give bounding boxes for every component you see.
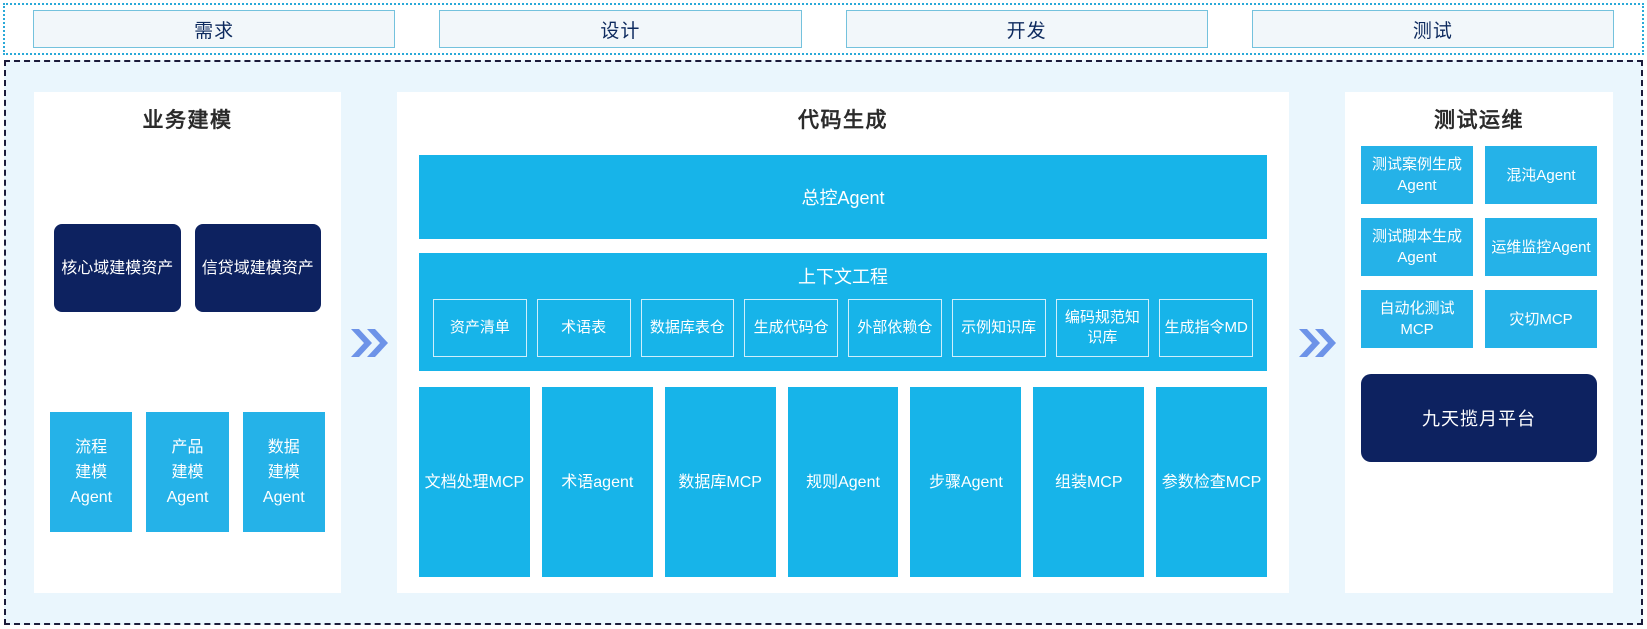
panel-title-test-ops: 测试运维 bbox=[1434, 109, 1524, 132]
ops-card-disaster-switch-mcp[interactable]: 灾切MCP bbox=[1485, 290, 1597, 348]
context-chip-external-dependency-repo[interactable]: 外部依赖仓 bbox=[848, 299, 942, 357]
ops-card-test-case-generation-agent[interactable]: 测试案例生成Agent bbox=[1361, 146, 1473, 204]
context-chip-generated-code-repo[interactable]: 生成代码仓 bbox=[744, 299, 838, 357]
panel-test-ops: 测试运维 测试案例生成Agent 混沌Agent 测试脚本生成Agent 运维监… bbox=[1345, 92, 1613, 593]
phase-strip: 需求 设计 开发 测试 bbox=[3, 3, 1644, 55]
panel-title-business-modeling: 业务建模 bbox=[142, 109, 233, 132]
tool-card-rule-agent[interactable]: 规则Agent bbox=[787, 387, 899, 577]
context-engineering-block: 上下文工程 资产清单 术语表 数据库表仓 生成代码仓 外部依赖仓 示例知识库 编… bbox=[419, 253, 1267, 371]
panel-code-generation: 代码生成 总控Agent 上下文工程 资产清单 术语表 数据库表仓 生成代码仓 … bbox=[397, 92, 1289, 593]
asset-card-credit-domain[interactable]: 信贷域建模资产 bbox=[194, 224, 321, 312]
phase-box-development[interactable]: 开发 bbox=[845, 10, 1208, 48]
context-chip-coding-standard-knowledge-base[interactable]: 编码规范知识库 bbox=[1055, 299, 1150, 357]
context-chip-generation-instruction-md[interactable]: 生成指令MD bbox=[1159, 299, 1253, 357]
tool-card-step-agent[interactable]: 步骤Agent bbox=[910, 387, 1022, 577]
phase-box-design[interactable]: 设计 bbox=[439, 10, 802, 48]
double-chevron-right-icon-2 bbox=[1289, 62, 1345, 623]
context-chip-row: 资产清单 术语表 数据库表仓 生成代码仓 外部依赖仓 示例知识库 编码规范知识库… bbox=[433, 299, 1253, 357]
ops-card-test-script-generation-agent[interactable]: 测试脚本生成Agent bbox=[1361, 218, 1473, 276]
master-agent-bar[interactable]: 总控Agent bbox=[419, 155, 1267, 239]
asset-card-core-domain[interactable]: 核心域建模资产 bbox=[54, 224, 181, 312]
phase-box-requirements[interactable]: 需求 bbox=[33, 10, 396, 48]
tool-card-glossary-agent[interactable]: 术语agent bbox=[541, 387, 653, 577]
context-chip-asset-list[interactable]: 资产清单 bbox=[433, 299, 527, 357]
ops-card-ops-monitoring-agent[interactable]: 运维监控Agent bbox=[1485, 218, 1597, 276]
test-ops-body: 测试案例生成Agent 混沌Agent 测试脚本生成Agent 运维监控Agen… bbox=[1345, 138, 1613, 593]
tool-card-assembly-mcp[interactable]: 组装MCP bbox=[1033, 387, 1145, 577]
double-chevron-right-icon bbox=[341, 62, 397, 623]
context-engineering-title: 上下文工程 bbox=[798, 267, 888, 287]
context-chip-glossary[interactable]: 术语表 bbox=[536, 299, 631, 357]
panel-title-code-generation: 代码生成 bbox=[798, 109, 888, 132]
code-generation-body: 总控Agent 上下文工程 资产清单 术语表 数据库表仓 生成代码仓 外部依赖仓… bbox=[397, 138, 1289, 593]
context-chip-example-knowledge-base[interactable]: 示例知识库 bbox=[951, 299, 1046, 357]
test-ops-grid: 测试案例生成Agent 混沌Agent 测试脚本生成Agent 运维监控Agen… bbox=[1361, 146, 1597, 348]
platform-card-jiutian-lanyue[interactable]: 九天揽月平台 bbox=[1361, 374, 1597, 462]
context-chip-db-table-repo[interactable]: 数据库表仓 bbox=[640, 299, 735, 357]
tool-card-database-mcp[interactable]: 数据库MCP bbox=[664, 387, 776, 577]
ops-card-automated-test-mcp[interactable]: 自动化测试MCP bbox=[1361, 290, 1473, 348]
tool-card-parameter-check-mcp[interactable]: 参数检查MCP bbox=[1156, 387, 1268, 577]
phase-box-testing[interactable]: 测试 bbox=[1251, 10, 1614, 48]
tool-card-document-processing-mcp[interactable]: 文档处理MCP bbox=[419, 387, 530, 577]
ops-card-chaos-agent[interactable]: 混沌Agent bbox=[1485, 146, 1597, 204]
tool-card-row: 文档处理MCP 术语agent 数据库MCP 规则Agent 步骤Agent 组… bbox=[419, 387, 1268, 577]
modeling-asset-row: 核心域建模资产 信贷域建模资产 bbox=[54, 224, 321, 312]
